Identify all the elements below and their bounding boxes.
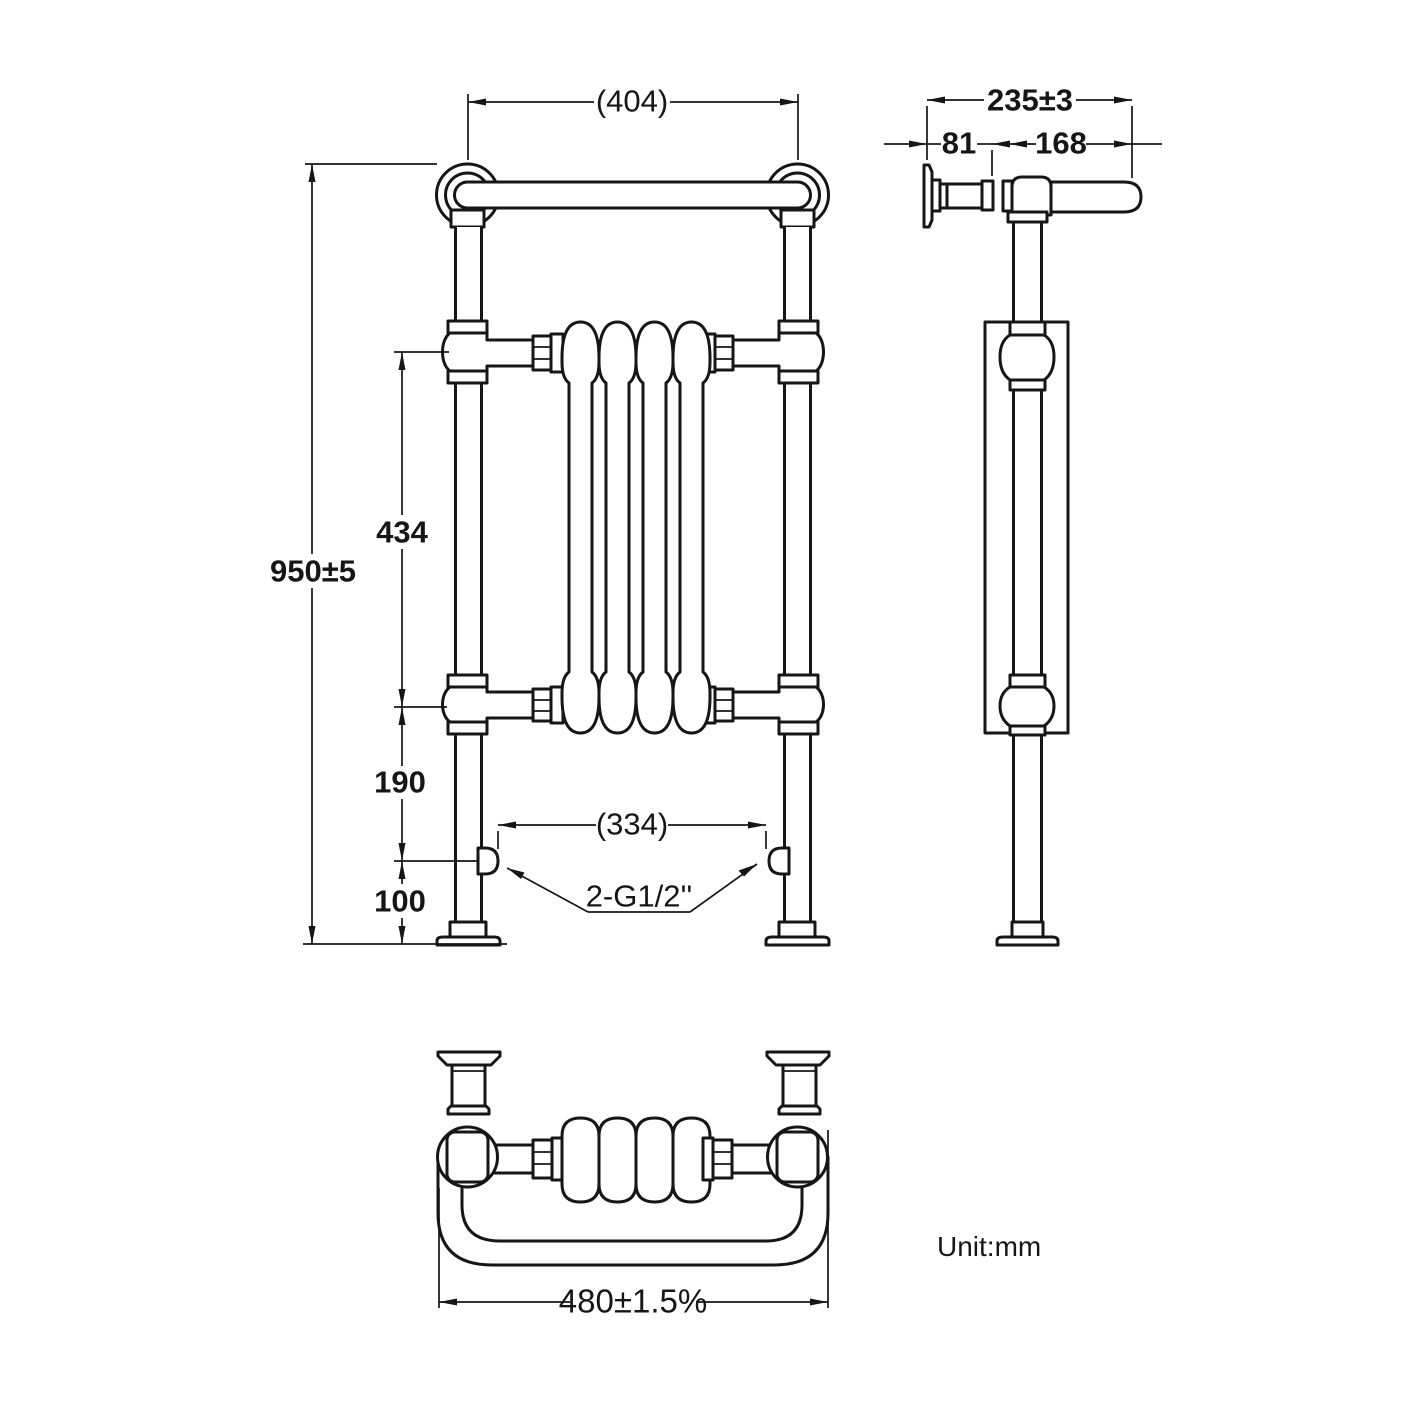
dim-label-inlet-height: 100 bbox=[374, 884, 426, 919]
wall-stub-pipe bbox=[945, 182, 984, 210]
dim-label-pipe-to-rail-end: 168 bbox=[1035, 126, 1087, 161]
bottom-left-joint bbox=[441, 673, 565, 736]
dim-label-wall-to-pipe: 81 bbox=[942, 126, 976, 161]
radiator-columns bbox=[560, 320, 712, 735]
side-towel-bar bbox=[1049, 180, 1143, 214]
front-view bbox=[435, 162, 831, 947]
towel-bar bbox=[453, 180, 812, 210]
dim-label-radiator-height: 434 bbox=[376, 515, 428, 550]
hex-nut bbox=[713, 687, 735, 723]
side-top-joint bbox=[1001, 175, 1143, 224]
top-left-joint bbox=[441, 319, 565, 385]
dim-label-radiator-to-inlets: 190 bbox=[374, 765, 426, 800]
dim-label-depth: 235±3 bbox=[987, 83, 1073, 118]
top-right-joint bbox=[701, 319, 825, 385]
foot-right bbox=[764, 920, 831, 947]
side-mid-joint-bottom bbox=[998, 673, 1056, 737]
inlet-right bbox=[767, 846, 791, 876]
side-view bbox=[922, 163, 1143, 947]
unit-note: Unit:mm bbox=[937, 1231, 1041, 1262]
dimensions bbox=[303, 94, 1162, 1308]
side-mid-joint-top bbox=[998, 320, 1056, 392]
hex-nut bbox=[531, 334, 553, 372]
side-foot bbox=[995, 920, 1060, 947]
dim-label-overall-height: 950±5 bbox=[270, 554, 356, 589]
wall-plate bbox=[922, 163, 934, 229]
foot-left bbox=[435, 920, 502, 947]
inlet-left bbox=[476, 846, 500, 876]
dim-label-inlet-spacing: (334) bbox=[596, 807, 668, 842]
dim-label-plan-width: 480±1.5% bbox=[559, 1283, 707, 1320]
dim-label-top-width: (404) bbox=[596, 84, 668, 119]
bottom-view bbox=[436, 1050, 831, 1267]
plan-coils bbox=[560, 1116, 712, 1204]
dimension-labels: (404) 950±5 434 190 100 (334) 2-G1/2'' 2… bbox=[270, 83, 1087, 1320]
hex-nut bbox=[531, 1138, 554, 1180]
plan-bracket-right bbox=[765, 1050, 831, 1116]
hex-nut bbox=[711, 1138, 734, 1180]
hex-nut bbox=[713, 334, 735, 372]
dim-label-inlet-thread: 2-G1/2'' bbox=[586, 879, 693, 914]
plan-bracket-left bbox=[436, 1050, 502, 1116]
hex-nut bbox=[531, 687, 553, 723]
bottom-right-joint bbox=[701, 673, 825, 736]
